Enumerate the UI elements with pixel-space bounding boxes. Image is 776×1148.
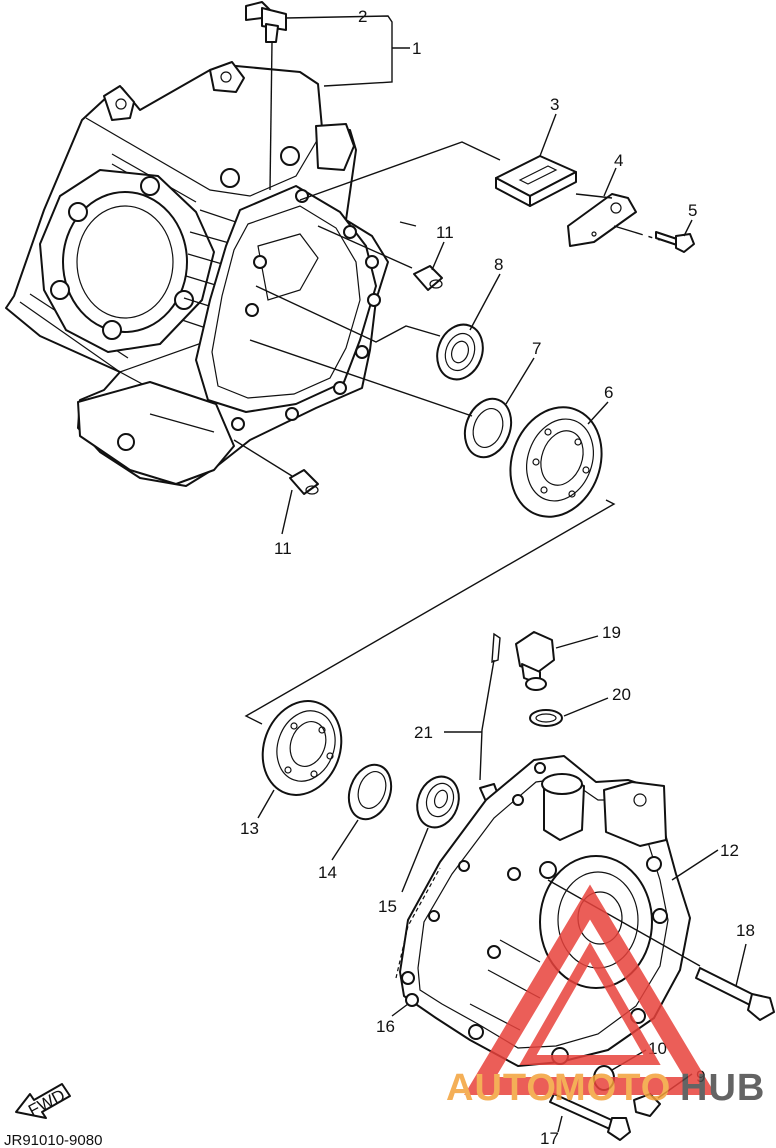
bearing-part-15 [416,775,460,829]
callout-19: 19 [602,623,621,642]
callout-4: 4 [614,151,623,170]
watermark-inner-triangle-icon [519,941,661,1065]
watermark-logo: AUTO MOTO HUB [446,884,765,1109]
diagram-code: JR91010-9080 [4,1132,102,1148]
callout-18: 18 [736,921,755,940]
watermark-triangle-icon [464,884,716,1095]
watermark-text-moto: MOTO [554,1067,671,1109]
callout-11-lower: 11 [274,539,292,558]
bolt-part-5 [655,231,695,253]
callout-12: 12 [720,841,739,860]
callout-3: 3 [550,95,559,114]
callout-8: 8 [494,255,503,274]
callout-5: 5 [688,201,697,220]
o-ring-part-20 [529,709,563,727]
upper-reference-lines [233,141,661,725]
plate-part-3 [495,155,577,207]
callout-6: 6 [604,383,613,402]
callout-16: 16 [376,1017,395,1036]
callout-2: 2 [358,7,367,26]
callout-21: 21 [414,723,433,742]
crankcase-left [5,61,389,487]
oil-seal-part-14 [347,763,393,821]
dowel-pin-part-11-upper [413,265,443,291]
bearing-part-8 [436,323,484,381]
crankcase-cover-part-12 [399,755,701,1067]
callout-numbers: 1 2 3 4 5 6 7 8 9 10 11 11 12 13 14 15 1… [240,7,755,1148]
callout-15: 15 [378,897,397,916]
cover-plate-part-4 [567,193,637,247]
bearing-part-13 [261,700,343,796]
callout-11-upper: 11 [436,223,454,242]
bolt-part-17 [549,1093,631,1141]
filler-cap-part-19 [515,631,555,691]
forward-arrow-icon: FWD [15,1083,71,1121]
dowel-pin-part-11-lower [289,469,319,495]
watermark-text-auto: AUTO [446,1067,557,1109]
callout-7: 7 [532,339,541,358]
bearing-part-6 [509,406,603,518]
callout-1: 1 [412,39,421,58]
oil-seal-part-7 [463,397,513,459]
fwd-label: FWD [25,1086,68,1121]
bolt-part-18 [695,967,775,1021]
callout-17: 17 [540,1129,559,1148]
callout-20: 20 [612,685,631,704]
breather-union-part-2 [245,1,287,191]
watermark-text-hub: HUB [680,1067,765,1109]
gasket-part-16 [395,867,441,979]
callout-14: 14 [318,863,337,882]
callout-13: 13 [240,819,259,838]
